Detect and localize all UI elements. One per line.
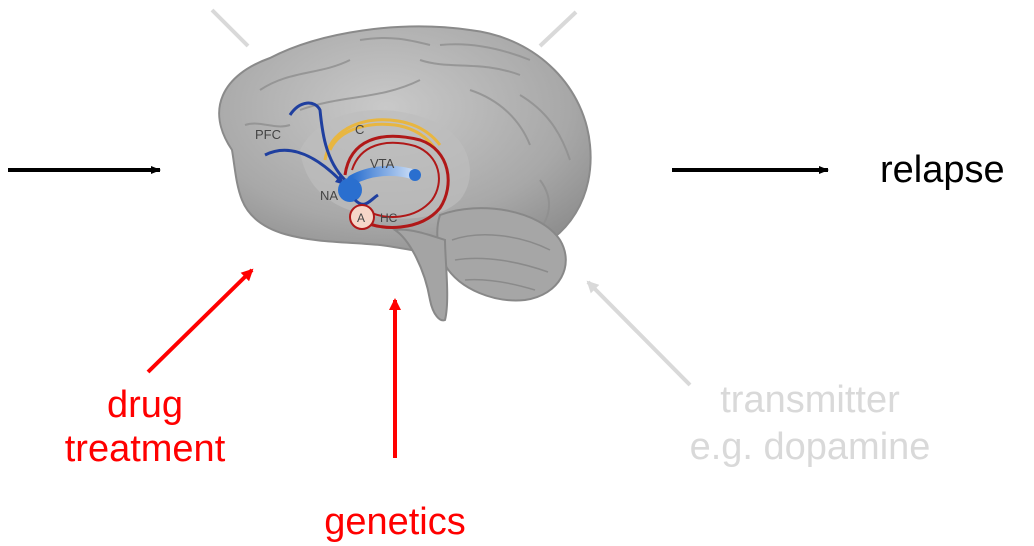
vta-node xyxy=(409,169,421,181)
top-right-grey-line xyxy=(540,12,576,46)
transmitter-label-line1: transmitter xyxy=(660,378,960,422)
drug-treatment-label-line2: treatment xyxy=(40,427,250,471)
na-node xyxy=(338,178,362,202)
drug-treatment-label-line1: drug xyxy=(40,383,250,427)
drug-treatment-arrow xyxy=(148,270,252,372)
brain-illustration: PFC C VTA NA A HC xyxy=(219,26,590,320)
transmitter-arrow xyxy=(588,282,690,385)
pfc-label: PFC xyxy=(255,127,281,142)
transmitter-label-line2: e.g. dopamine xyxy=(660,425,960,469)
hc-label: HC xyxy=(380,211,398,225)
c-label: C xyxy=(355,122,364,137)
na-label: NA xyxy=(320,188,338,203)
vta-label: VTA xyxy=(370,156,395,171)
top-left-grey-line xyxy=(212,10,248,46)
relapse-label: relapse xyxy=(880,148,1005,192)
genetics-label: genetics xyxy=(290,500,500,544)
a-label: A xyxy=(357,211,365,225)
